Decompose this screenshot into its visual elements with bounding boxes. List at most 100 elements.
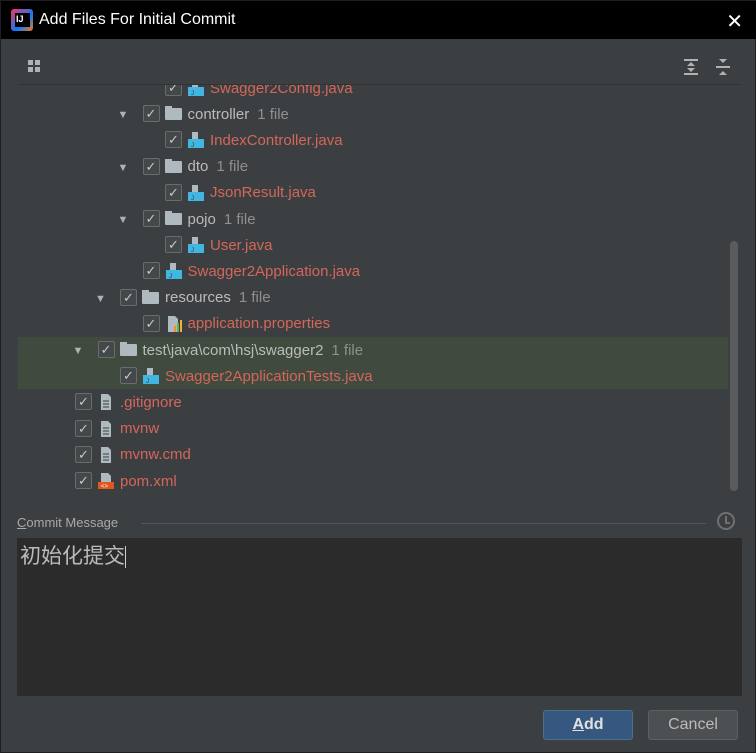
tree-label: .gitignore: [120, 394, 182, 411]
item-name: JsonResult.java: [210, 184, 316, 202]
history-icon[interactable]: [717, 512, 735, 530]
java-file-icon: J: [143, 368, 159, 385]
collapse-all-icon[interactable]: [715, 58, 731, 76]
item-name: IndexController.java: [210, 131, 343, 149]
file-checkbox[interactable]: ✓: [75, 419, 92, 437]
expand-all-icon[interactable]: [683, 58, 699, 76]
tree-label: pom.xml: [120, 473, 177, 490]
tree-file-row[interactable]: ✓ J Swagger2Config.java: [18, 84, 728, 101]
title-bar: Add Files For Initial Commit ✕: [1, 1, 756, 39]
expand-arrow-icon[interactable]: ▼: [117, 109, 129, 122]
expand-arrow-icon[interactable]: ▼: [117, 161, 129, 174]
file-checkbox[interactable]: ✓: [142, 157, 160, 175]
tree-file-row[interactable]: ✓ J IndexController.java: [18, 127, 728, 153]
tree-label: application.properties: [188, 315, 331, 332]
file-checkbox[interactable]: ✓: [165, 183, 182, 201]
tree-file-row[interactable]: ✓ J JsonResult.java: [18, 180, 728, 206]
java-file-icon: J: [188, 184, 204, 202]
folder-icon: [164, 211, 182, 225]
item-name: controller: [187, 105, 250, 123]
item-name: resources: [165, 289, 231, 307]
tree-file-row[interactable]: ✓ application.properties: [18, 311, 728, 337]
tree-label: Swagger2Application.java: [188, 263, 361, 280]
file-checkbox[interactable]: ✓: [75, 393, 92, 411]
tree-file-row[interactable]: ✓ .gitignore: [18, 389, 728, 415]
item-name: mvnw.cmd: [120, 446, 191, 464]
add-label: dd: [584, 716, 604, 733]
svg-text:J: J: [191, 248, 194, 254]
java-file-icon: J: [188, 132, 204, 149]
item-name: Swagger2Config.java: [210, 84, 353, 97]
svg-text:J: J: [169, 274, 172, 280]
tree-file-row[interactable]: ✓ mvnw.cmd: [18, 442, 728, 468]
tree-file-row[interactable]: ✓ J User.java: [18, 232, 728, 258]
intellij-icon: [11, 9, 33, 31]
label-text: ommit Message: [26, 515, 119, 530]
commit-message-input[interactable]: 初始化提交: [17, 538, 742, 696]
add-button[interactable]: Add: [543, 710, 633, 740]
commit-message-label: Commit Message: [17, 515, 118, 530]
tree-file-row[interactable]: ✓ <> pom.xml: [18, 468, 728, 494]
expand-arrow-icon[interactable]: ▼: [95, 292, 106, 305]
tree-scrollbar[interactable]: [730, 241, 738, 491]
group-by-icon[interactable]: [28, 60, 44, 76]
close-button[interactable]: ✕: [726, 11, 743, 33]
tree-label: JsonResult.java: [210, 184, 316, 201]
file-checkbox[interactable]: ✓: [97, 341, 115, 358]
tree-file-row[interactable]: ✓ J Swagger2Application.java: [18, 258, 728, 284]
text-file-icon: [101, 394, 111, 411]
item-name: test\java\com\hsj\swagger2: [142, 341, 324, 359]
file-checkbox[interactable]: ✓: [142, 210, 160, 227]
tree-folder-row[interactable]: ▼ ✓ test\java\com\hsj\swagger2 1 file: [18, 337, 728, 363]
file-checkbox[interactable]: ✓: [142, 105, 160, 123]
item-name: Swagger2Application.java: [187, 262, 361, 280]
file-checkbox[interactable]: ✓: [165, 85, 182, 96]
tree-file-row[interactable]: ✓ J Swagger2ApplicationTests.java: [18, 363, 728, 390]
file-checkbox[interactable]: ✓: [75, 472, 92, 489]
text-file-icon: [101, 446, 111, 463]
expand-arrow-icon[interactable]: ▼: [117, 214, 129, 226]
java-file-icon: J: [188, 237, 204, 254]
item-name: dto: [187, 158, 209, 176]
file-checkbox[interactable]: ✓: [120, 367, 137, 385]
file-checkbox[interactable]: ✓: [165, 131, 182, 149]
item-name: User.java: [210, 236, 273, 254]
folder-icon: [164, 106, 182, 121]
file-checkbox[interactable]: ✓: [120, 288, 137, 306]
tree-label: Swagger2Config.java: [210, 84, 353, 97]
tree-label: IndexController.java: [210, 132, 343, 149]
svg-text:<>: <>: [101, 484, 109, 490]
file-count: 1 file: [216, 158, 249, 176]
tree-label: Swagger2ApplicationTests.java: [165, 368, 373, 385]
properties-file-icon: [167, 315, 182, 332]
xml-file-icon: <>: [98, 473, 114, 490]
folder-icon: [142, 289, 159, 304]
file-checkbox[interactable]: ✓: [75, 445, 92, 463]
file-count: 1 file: [331, 341, 364, 359]
tree-folder-row[interactable]: ▼ ✓ dto 1 file: [18, 154, 728, 180]
folder-icon: [164, 158, 182, 173]
expand-arrow-icon[interactable]: ▼: [72, 345, 84, 357]
tree-file-row[interactable]: ✓ mvnw: [18, 416, 728, 442]
tree-label: User.java: [210, 237, 273, 254]
file-checkbox[interactable]: ✓: [165, 236, 182, 254]
tree-folder-row[interactable]: ▼ ✓ pojo 1 file: [18, 206, 728, 232]
item-name: Swagger2ApplicationTests.java: [165, 367, 373, 385]
text-file-icon: [101, 420, 111, 437]
cancel-button[interactable]: Cancel: [648, 710, 738, 740]
tree-label: mvnw: [120, 420, 159, 437]
item-name: mvnw: [120, 420, 160, 438]
file-checkbox[interactable]: ✓: [142, 262, 160, 280]
java-file-icon: J: [188, 85, 204, 97]
file-count: 1 file: [223, 210, 256, 228]
item-name: application.properties: [187, 315, 331, 333]
java-file-icon: J: [165, 263, 182, 280]
mnemonic: A: [572, 716, 584, 733]
file-checkbox[interactable]: ✓: [142, 314, 160, 332]
item-name: pojo: [187, 210, 216, 228]
mnemonic: C: [17, 515, 27, 530]
